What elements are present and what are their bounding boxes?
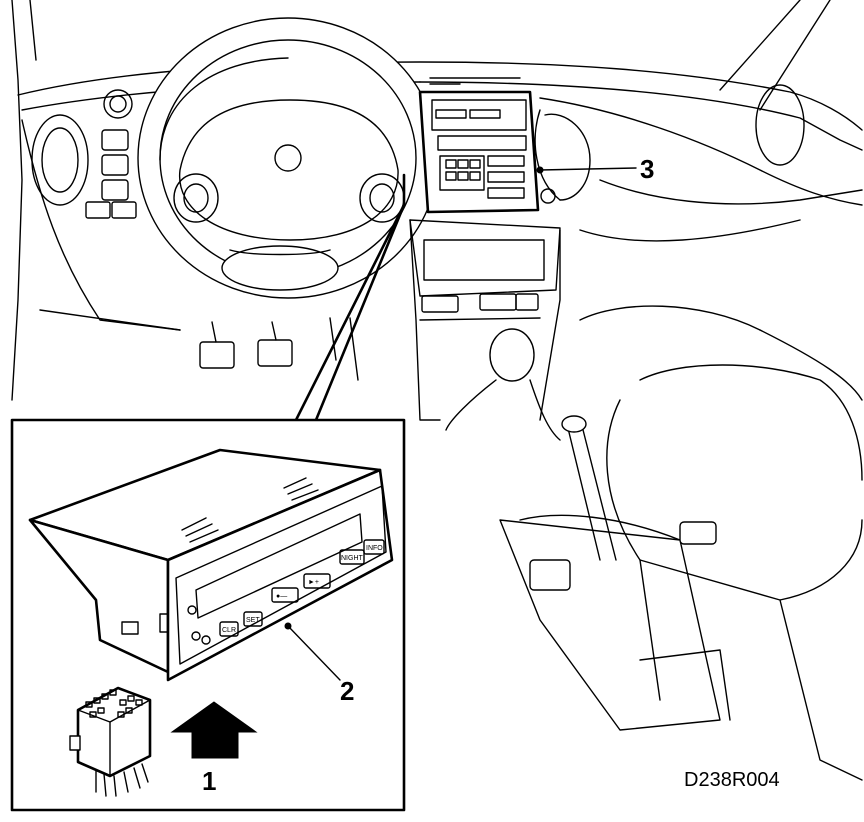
leader-lines: [294, 166, 637, 422]
center-console: [409, 90, 863, 781]
info-label: INFO: [366, 545, 383, 552]
minus-label: ●—: [276, 593, 287, 600]
callout-1: 1: [202, 766, 216, 796]
set-label: SET: [246, 617, 260, 624]
night-button: NIGHT: [339, 549, 365, 565]
insertion-arrow: [170, 701, 258, 759]
callout-labels: 1 2 3 D238R004: [202, 154, 780, 796]
set-button: SET: [243, 611, 263, 627]
callout-3: 3: [640, 154, 654, 184]
sid-display-unit: CLR SET ●— ►+ NIGHT INFO: [28, 448, 394, 682]
pedals: [199, 317, 359, 381]
info-button: INFO: [363, 539, 385, 555]
minus-button: ●—: [271, 587, 299, 603]
plus-label: ►+: [308, 579, 319, 586]
clr-button: CLR: [219, 621, 239, 637]
connector-plug: [69, 686, 152, 797]
callout-2: 2: [340, 676, 354, 706]
clr-label: CLR: [222, 627, 236, 634]
steering-wheel: [137, 17, 439, 299]
plus-button: ►+: [303, 573, 331, 589]
night-label: NIGHT: [341, 555, 364, 562]
figure-code: D238R004: [684, 769, 780, 791]
